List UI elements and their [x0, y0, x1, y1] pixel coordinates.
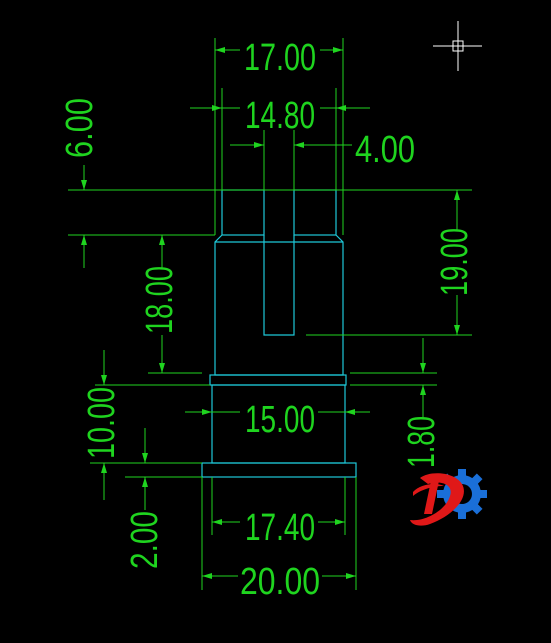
main-body	[214, 234, 344, 376]
company-gear-logo-icon	[410, 469, 487, 526]
dimension-lines	[68, 38, 472, 590]
dimension-arrows	[81, 47, 460, 579]
crosshair-cursor-icon	[433, 21, 482, 71]
dim-17-40: 17.40	[245, 507, 315, 549]
lower-band	[209, 374, 347, 386]
right-prong	[293, 189, 337, 236]
dim-1-80: 1.80	[401, 416, 443, 468]
dimension-labels: 17.00 14.80 4.00 6.00 19.00 18.00 10.00 …	[59, 37, 476, 603]
dim-4-00: 4.00	[355, 129, 415, 171]
base-flange	[201, 462, 357, 478]
dim-10-00: 10.00	[81, 387, 123, 459]
dim-17-00-top: 17.00	[244, 37, 316, 79]
dim-18-00: 18.00	[139, 266, 181, 334]
dim-2-00: 2.00	[124, 511, 166, 569]
dim-14-80: 14.80	[245, 95, 315, 137]
dim-20-00: 20.00	[240, 561, 320, 603]
left-prong	[221, 189, 265, 236]
dim-15-00: 15.00	[245, 399, 315, 441]
dim-19-00: 19.00	[434, 228, 476, 296]
dim-6-00: 6.00	[59, 98, 101, 158]
